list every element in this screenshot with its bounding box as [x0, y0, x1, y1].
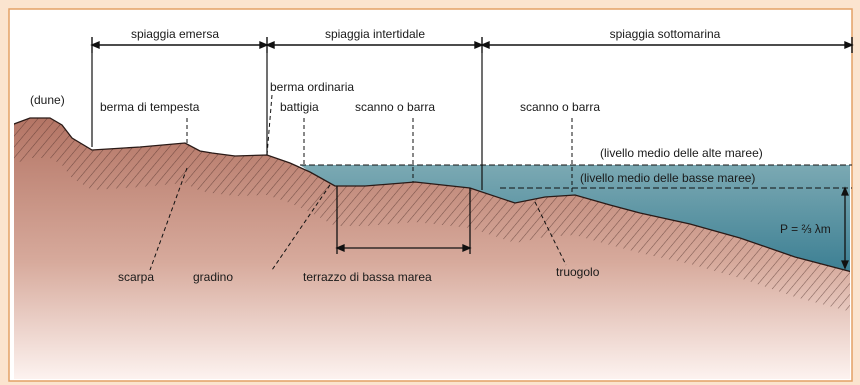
zone-label-intertidale: spiaggia intertidale — [325, 27, 425, 41]
label-scanno-barra-2: scanno o barra — [520, 100, 600, 114]
zone-label-sottomarina: spiaggia sottomarina — [610, 27, 721, 41]
label-terrazzo: terrazzo di bassa marea — [303, 270, 432, 284]
label-gradino: gradino — [193, 270, 233, 284]
label-battigia: battigia — [280, 100, 319, 114]
label-berma-ordinaria: berma ordinaria — [270, 80, 354, 94]
label-truogolo: truogolo — [556, 265, 600, 279]
label-scarpa: scarpa — [118, 270, 154, 284]
label-dune: (dune) — [30, 93, 65, 107]
label-berma-tempesta: berma di tempesta — [100, 100, 200, 114]
label-basse-maree: (livello medio delle basse maree) — [580, 171, 755, 185]
zone-label-emersa: spiaggia emersa — [131, 27, 219, 41]
label-alte-maree: (livello medio delle alte maree) — [600, 146, 763, 160]
label-scanno-barra-1: scanno o barra — [355, 100, 435, 114]
label-depth: P = ⅔ λm — [780, 222, 831, 236]
